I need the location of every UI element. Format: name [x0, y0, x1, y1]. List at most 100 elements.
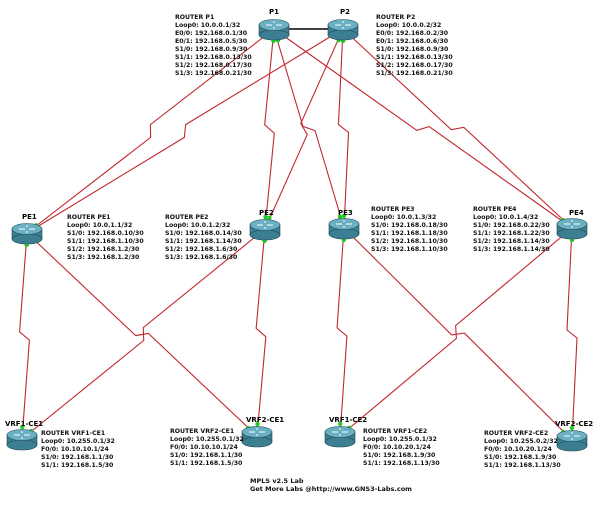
config-line: S1/2: 192.168.1.14/30 [473, 238, 550, 245]
router-icon-pe1[interactable] [11, 223, 43, 245]
config-line: ROUTER VRF2-CE1 [170, 428, 235, 435]
config-line: S1/0: 192.168.0.9/30 [175, 46, 248, 53]
router-label-pe1: PE1 [22, 213, 37, 221]
link-pe1-vrf1ce1-endpoint-b [20, 424, 25, 430]
config-line: S1/1: 192.168.1.10/30 [67, 238, 144, 245]
link-p1-pe4 [273, 28, 573, 229]
link-p1-pe3 [273, 28, 345, 229]
router-label-vrf2-ce2: VRF2-CE2 [555, 420, 594, 428]
link-p1-pe1 [26, 28, 275, 234]
config-line: ROUTER P1 [175, 14, 215, 21]
config-block-vrf2-ce1: ROUTER VRF2-CE1 Loop0: 10.255.0.1/32 F0/… [170, 428, 244, 468]
link-pe2-vrf1ce1 [21, 228, 266, 440]
config-block-pe3: ROUTER PE3 Loop0: 10.0.1.3/32 S1/0: 192.… [371, 206, 448, 254]
routers-layer [6, 19, 588, 452]
config-block-vrf1-ce2: ROUTER VRF1-CE2 Loop0: 10.255.0.1/32 F0/… [363, 428, 440, 468]
config-block-p1: ROUTER P1 Loop0: 10.0.0.1/32 E0/0: 192.1… [175, 14, 252, 78]
config-line: Loop0: 10.0.1.1/32 [67, 222, 133, 229]
config-block-pe1: ROUTER PE1 Loop0: 10.0.1.1/32 S1/0: 192.… [67, 214, 144, 262]
link-pe4-vrf2ce2-endpoint-b [569, 425, 575, 431]
config-line: E0/0: 192.168.0.1/30 [175, 30, 248, 37]
router-icon-p2[interactable] [327, 19, 359, 41]
link-pe4-vrf2ce2 [566, 227, 578, 441]
router-icon-vrf2ce2[interactable] [556, 430, 588, 452]
config-line: S1/0: 192.168.0.9/30 [376, 46, 449, 53]
router-icon-vrf2ce1[interactable] [241, 426, 273, 448]
router-icon-pe2[interactable] [249, 219, 281, 241]
config-line: E0/1: 192.168.0.6/30 [376, 38, 449, 45]
config-line: ROUTER PE3 [371, 206, 415, 213]
router-icon-pe4[interactable] [556, 218, 588, 240]
link-pe4-vrf1ce2 [339, 227, 573, 437]
link-p2-pe3 [337, 28, 350, 229]
link-p2-pe2 [264, 28, 344, 230]
config-line: S1/0: 192.168.0.14/30 [165, 230, 242, 237]
link-p2-pe2-endpoint-b [267, 215, 272, 221]
link-pe2-vrf2ce1 [255, 228, 267, 437]
config-line: S1/2: 192.168.1.2/30 [67, 246, 140, 253]
config-block-p2: ROUTER P2 Loop0: 10.0.0.2/32 E0/0: 192.1… [376, 14, 453, 78]
config-line: Loop0: 10.255.0.2/32 [484, 438, 558, 445]
router-icon-vrf1ce1[interactable] [6, 429, 38, 451]
config-line: ROUTER VRF1-CE2 [363, 428, 428, 435]
config-line: S1/1: 192.168.1.14/30 [165, 238, 242, 245]
lab-link[interactable]: Get More Labs @http://www.GNS3-Labs.com [250, 485, 412, 493]
config-line: F0/0: 10.10.10.1/24 [41, 446, 109, 453]
config-line: E0/0: 192.168.0.2/30 [376, 30, 449, 37]
config-block-pe2: ROUTER PE2 Loop0: 10.0.1.2/32 S1/0: 192.… [165, 214, 242, 262]
config-line: S1/0: 192.168.1.1/30 [170, 452, 243, 459]
config-block-vrf1-ce1: ROUTER VRF1-CE1 Loop0: 10.255.0.1/32 F0/… [41, 430, 115, 470]
config-line: Loop0: 10.255.0.1/32 [41, 438, 115, 445]
config-line: F0/0: 10.10.20.1/24 [484, 446, 552, 453]
config-line: S1/3: 192.168.0.21/30 [376, 70, 453, 77]
config-line: Loop0: 10.255.0.1/32 [170, 436, 244, 443]
link-pe3-vrf1ce2-endpoint-b [338, 421, 343, 427]
config-line: ROUTER VRF2-CE2 [484, 430, 549, 437]
config-line: ROUTER PE2 [165, 214, 209, 221]
link-pe2-vrf2ce1-endpoint-b [255, 421, 260, 427]
config-line: S1/3: 192.168.1.6/30 [165, 254, 238, 261]
link-pe1-vrf2ce1 [26, 232, 258, 437]
router-label-vrf1-ce1: VRF1-CE1 [5, 420, 44, 428]
router-icon-p1[interactable] [258, 19, 290, 41]
link-pe1-vrf1ce1 [19, 232, 30, 440]
config-line: Loop0: 10.255.0.1/32 [363, 436, 437, 443]
config-line: S1/1: 192.168.0.13/30 [376, 54, 453, 61]
config-line: S1/1: 192.168.1.13/30 [484, 462, 561, 469]
config-line: S1/1: 192.168.1.18/30 [371, 230, 448, 237]
config-line: S1/1: 192.168.1.13/30 [363, 460, 440, 467]
config-line: S1/3: 192.168.1.10/30 [371, 246, 448, 253]
lab-title: MPLS v2.5 Lab [250, 477, 304, 485]
config-line: ROUTER PE1 [67, 214, 111, 221]
link-p2-pe1 [26, 28, 344, 234]
config-line: ROUTER PE4 [473, 206, 517, 213]
config-line: Loop0: 10.0.0.1/32 [175, 22, 241, 29]
link-pe3-vrf2ce2 [343, 227, 573, 441]
config-line: F0/0: 10.10.20.1/24 [363, 444, 431, 451]
router-label-pe4: PE4 [569, 209, 584, 217]
config-line: Loop0: 10.0.1.2/32 [165, 222, 231, 229]
config-line: S1/0: 192.168.0.22/30 [473, 222, 550, 229]
config-line: Loop0: 10.0.1.3/32 [371, 214, 437, 221]
router-label-p2: P2 [340, 8, 351, 16]
config-line: S1/0: 192.168.0.10/30 [67, 230, 144, 237]
config-line: S1/3: 192.168.1.2/30 [67, 254, 140, 261]
config-line: S1/0: 192.168.1.9/30 [484, 454, 557, 461]
router-icon-pe3[interactable] [328, 218, 360, 240]
config-line: S1/0: 192.168.1.9/30 [363, 452, 436, 459]
config-block-vrf2-ce2: ROUTER VRF2-CE2 Loop0: 10.255.0.2/32 F0/… [484, 430, 561, 470]
link-p2-pe3-endpoint-b [341, 213, 347, 219]
router-icon-vrf1ce2[interactable] [324, 426, 356, 448]
config-line: S1/1: 192.168.0.13/30 [175, 54, 252, 61]
router-label-pe2: PE2 [259, 209, 274, 217]
lab-footer: MPLS v2.5 Lab Get More Labs @http://www.… [250, 477, 412, 493]
config-line: S1/3: 192.168.0.21/30 [175, 70, 252, 77]
link-pe3-vrf1ce2 [336, 227, 348, 437]
link-p1-pe2-endpoint-b [263, 214, 268, 220]
config-line: ROUTER P2 [376, 14, 416, 21]
config-line: S1/2: 192.168.0.17/30 [175, 62, 252, 69]
router-label-vrf1-ce2: VRF1-CE2 [329, 416, 368, 424]
config-line: S1/2: 192.168.1.10/30 [371, 238, 448, 245]
config-line: S1/1: 192.168.1.5/30 [170, 460, 243, 467]
